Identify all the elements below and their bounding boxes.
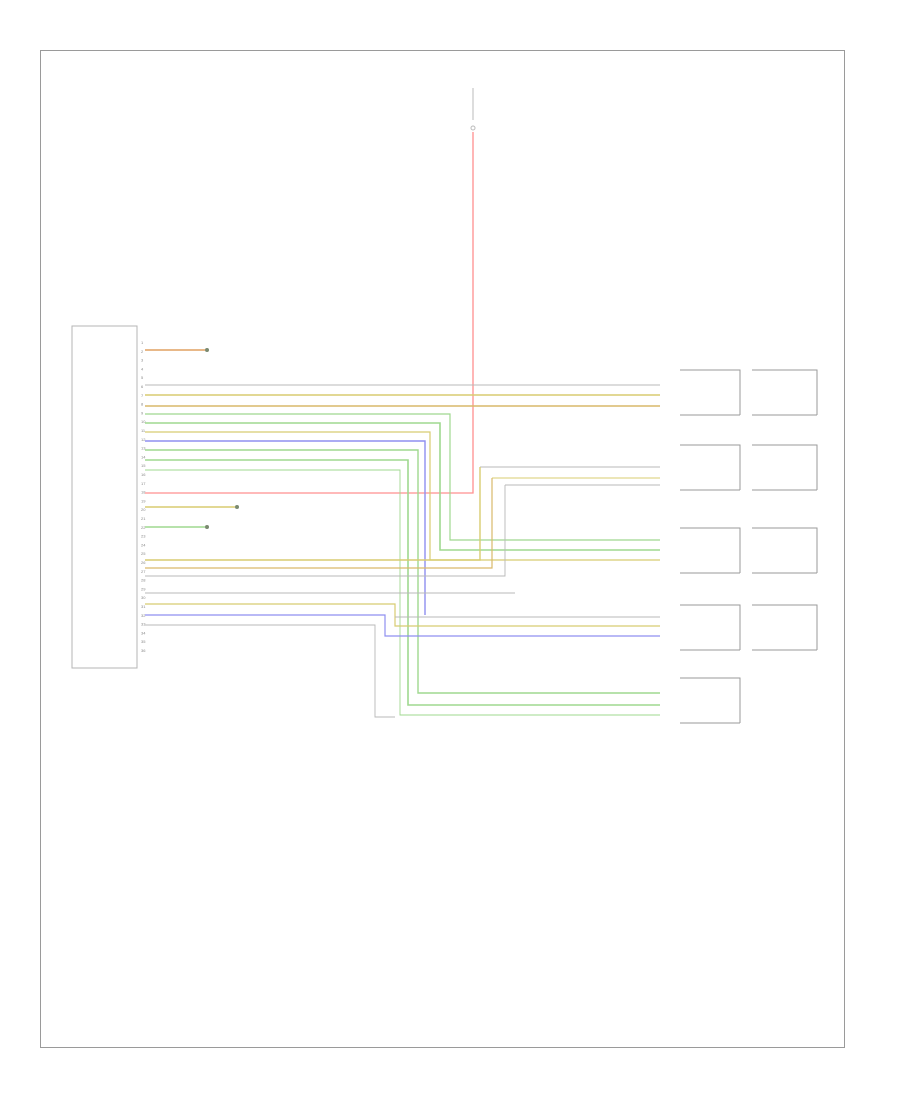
amplifier-pin: 25 <box>141 551 146 556</box>
connector-dot <box>235 505 239 509</box>
amplifier-pin: 29 <box>141 586 146 591</box>
amplifier-pin: 27 <box>141 569 146 574</box>
amplifier-pin: 16 <box>141 472 146 477</box>
amplifier-pin: 2 <box>141 349 144 354</box>
amplifier-pin: 32 <box>141 613 146 618</box>
amplifier-pin: 24 <box>141 542 146 547</box>
amplifier-box <box>71 325 138 669</box>
amplifier-pin: 34 <box>141 630 146 635</box>
speaker-wire <box>145 440 426 615</box>
speaker-wire <box>145 422 660 551</box>
amplifier-pin: 15 <box>141 463 146 468</box>
amplifier-pin: 3 <box>141 358 144 363</box>
speaker-wire <box>145 614 660 637</box>
amplifier-pin-list: 1234567891011121314151617181920212223242… <box>141 340 146 653</box>
speaker-box <box>680 677 741 723</box>
amplifier-pin: 20 <box>141 507 146 512</box>
speaker-wire <box>145 469 660 716</box>
amplifier-pin: 18 <box>141 490 146 495</box>
amplifier-pin: 30 <box>141 595 146 600</box>
amplifier-pin: 7 <box>141 393 144 398</box>
speaker-box <box>752 604 818 650</box>
amplifier-pin: 5 <box>141 375 144 380</box>
fuse-icon <box>470 125 476 131</box>
speaker-group <box>680 369 818 724</box>
amplifier-pin: 14 <box>141 454 146 459</box>
speaker-wire <box>145 624 395 718</box>
amplifier-pin: 1 <box>141 340 144 345</box>
speaker-wire <box>145 459 660 706</box>
amplifier-pin: 8 <box>141 402 144 407</box>
speaker-box <box>752 369 818 415</box>
amplifier-pin: 36 <box>141 648 146 653</box>
amplifier-pin: 13 <box>141 446 146 451</box>
amplifier-pin: 23 <box>141 534 146 539</box>
amplifier-pin: 4 <box>141 366 144 371</box>
amplifier-pin: 26 <box>141 560 146 565</box>
amplifier-pin: 33 <box>141 622 146 627</box>
amplifier-pin: 11 <box>141 428 146 433</box>
speaker-box <box>680 604 741 650</box>
amplifier-pin: 31 <box>141 604 146 609</box>
speaker-wire <box>145 603 660 627</box>
connector-dot <box>205 348 209 352</box>
amplifier-pin: 9 <box>141 410 144 415</box>
amplifier-pin: 6 <box>141 384 144 389</box>
amplifier-pin: 28 <box>141 578 146 583</box>
speaker-box <box>752 444 818 490</box>
amplifier-pin: 22 <box>141 525 146 530</box>
speaker-box <box>752 527 818 573</box>
diagram-frame <box>40 50 845 1048</box>
amplifier-pin: 12 <box>141 437 146 442</box>
amplifier-pin: 17 <box>141 481 146 486</box>
speaker-wire <box>145 485 506 577</box>
wire-group <box>145 132 660 718</box>
speaker-box <box>680 444 741 490</box>
amplifier-pin: 10 <box>141 419 146 424</box>
speaker-wire <box>145 449 660 694</box>
amplifier-pin: 19 <box>141 498 146 503</box>
speaker-box <box>680 527 741 573</box>
speaker-wire <box>145 478 493 569</box>
speaker-wire <box>145 431 660 561</box>
speaker-wire <box>145 413 660 541</box>
amplifier-pin: 35 <box>141 639 146 644</box>
connector-dot <box>205 525 209 529</box>
speaker-box <box>680 369 741 415</box>
speaker-wire <box>145 467 481 561</box>
amplifier-pin: 21 <box>141 516 146 521</box>
power-feed-wire <box>145 132 474 494</box>
